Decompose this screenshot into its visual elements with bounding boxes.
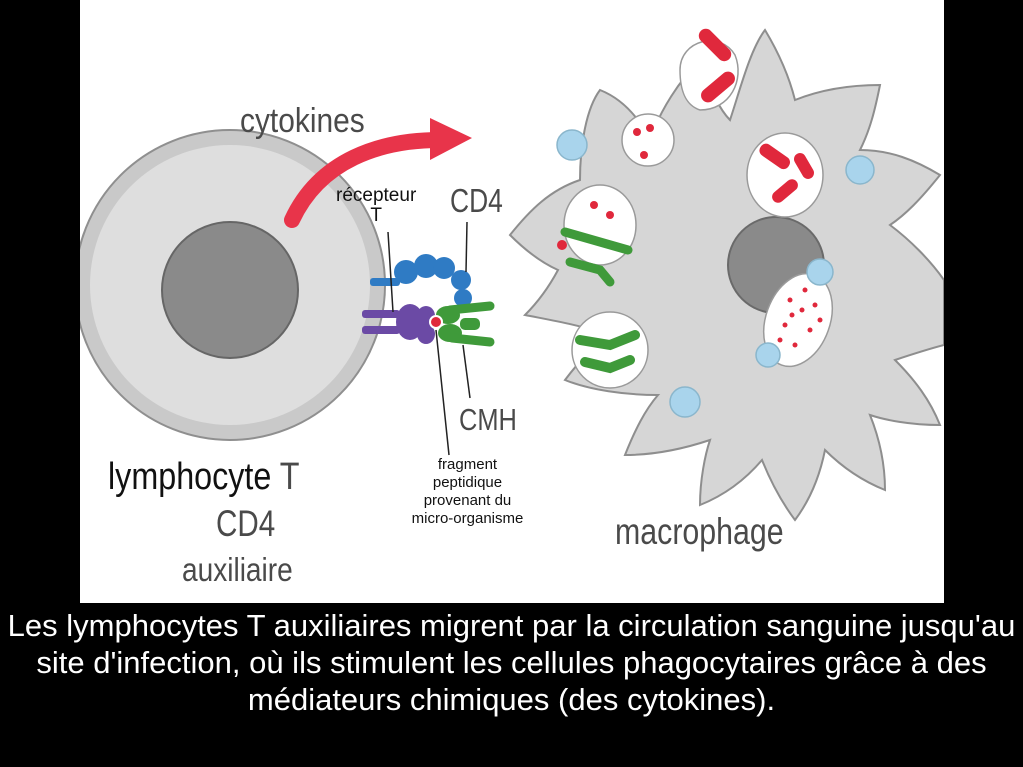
phagosome-3: [557, 184, 637, 287]
diagram-panel: cytokines récepteur T CD4 CMH fragment p…: [80, 0, 944, 603]
cytokine-arrow: [284, 118, 472, 228]
lymphocyte-label: lymphocyte T: [108, 458, 300, 496]
fragment-line-3: provenant du: [423, 492, 512, 509]
phagosome-1: [621, 113, 675, 167]
fragment-line-1: fragment: [437, 456, 498, 473]
peptide-fragment-label: fragment peptidique provenant du micro-o…: [405, 456, 530, 528]
lymphocyte-word: lymphocyte: [108, 456, 272, 498]
vesicles: [556, 129, 875, 418]
cytokines-label: cytokines: [240, 102, 365, 140]
lymphocyte-type-label: auxiliaire: [182, 551, 293, 588]
slide-caption: Les lymphocytes T auxiliaires migrent pa…: [7, 608, 1016, 717]
bacteria-top: [698, 28, 735, 103]
fragment-line-2: peptidique: [432, 474, 503, 491]
phagosome-2: [746, 132, 824, 218]
fragment-line-4: micro-organisme: [411, 510, 524, 527]
phagosome-4: [571, 311, 649, 389]
lymphocyte-nucleus: [161, 221, 299, 359]
lymphocyte-cell: [80, 129, 386, 441]
macrophage-label: macrophage: [615, 511, 784, 552]
cmh-label: CMH: [459, 402, 517, 437]
lymphocyte-cd4-label: CD4: [216, 503, 276, 544]
tcr-cd4-mhc-complex: [362, 254, 495, 347]
pointer-lines: [387, 221, 471, 456]
t-receptor-label-line1: récepteur: [336, 185, 417, 206]
macrophage-cell: [508, 28, 944, 522]
cd4-label: CD4: [450, 182, 503, 219]
t-receptor-label: récepteur T: [336, 186, 416, 226]
diagram-illustration: [80, 28, 944, 522]
lymphocyte-letter: T: [279, 456, 300, 498]
t-receptor-label-line2: T: [370, 205, 382, 226]
